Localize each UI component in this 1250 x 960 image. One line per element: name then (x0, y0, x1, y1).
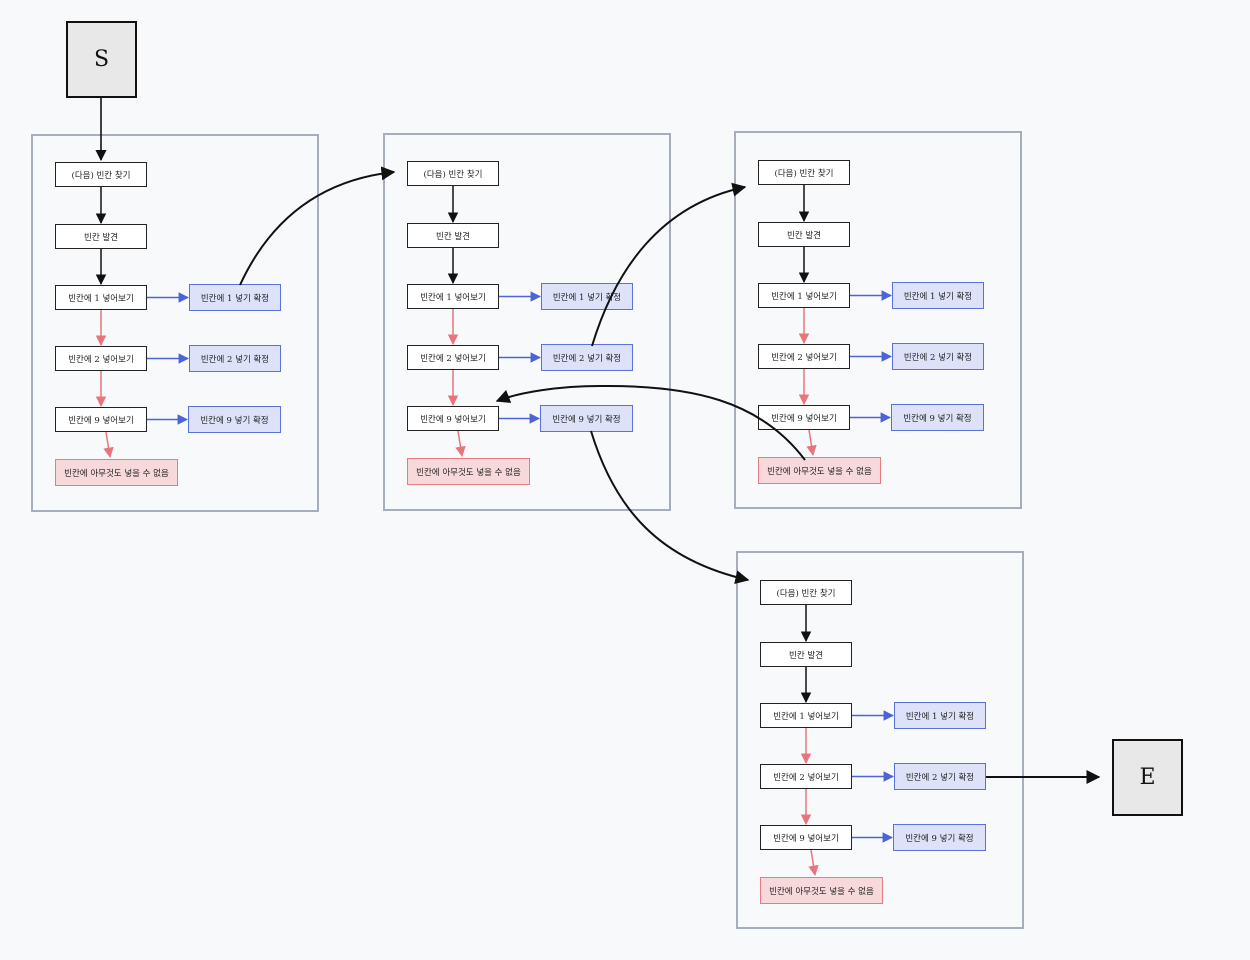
f4-confirm-2-box: 빈칸에 2 넣기 확정 (894, 763, 986, 790)
f1-confirm-2-box: 빈칸에 2 넣기 확정 (189, 345, 281, 372)
f1-found-box: 빈칸 발견 (55, 224, 147, 249)
f2-confirm-1-box: 빈칸에 1 넣기 확정 (541, 283, 633, 310)
frame-3 (734, 131, 1022, 509)
frame-2 (383, 133, 671, 511)
frame-1 (31, 134, 319, 512)
start-node: S (66, 21, 137, 98)
f2-try-2-box: 빈칸에 2 넣어보기 (407, 345, 499, 370)
f3-fail-box: 빈칸에 아무것도 넣을 수 없음 (758, 457, 881, 484)
end-node: E (1112, 739, 1183, 816)
f1-try-2-box: 빈칸에 2 넣어보기 (55, 346, 147, 371)
f3-confirm-1-box: 빈칸에 1 넣기 확정 (892, 282, 984, 309)
f2-find-next-box: (다음) 빈칸 찾기 (407, 161, 499, 186)
f1-fail-box: 빈칸에 아무것도 넣을 수 없음 (55, 459, 178, 486)
f1-confirm-9-box: 빈칸에 9 넣기 확정 (188, 406, 281, 433)
f1-try-1-box: 빈칸에 1 넣어보기 (55, 285, 147, 310)
f4-find-next-box: (다음) 빈칸 찾기 (760, 580, 852, 605)
f1-find-next-box: (다음) 빈칸 찾기 (55, 162, 147, 187)
f4-try-2-box: 빈칸에 2 넣어보기 (760, 764, 852, 789)
f4-confirm-1-box: 빈칸에 1 넣기 확정 (894, 702, 986, 729)
f1-try-9-box: 빈칸에 9 넣어보기 (55, 407, 147, 432)
f1-confirm-1-box: 빈칸에 1 넣기 확정 (189, 284, 281, 311)
f3-confirm-2-box: 빈칸에 2 넣기 확정 (892, 343, 984, 370)
f2-confirm-9-box: 빈칸에 9 넣기 확정 (540, 405, 633, 432)
f2-found-box: 빈칸 발견 (407, 223, 499, 248)
f3-try-9-box: 빈칸에 9 넣어보기 (758, 405, 850, 430)
f4-confirm-9-box: 빈칸에 9 넣기 확정 (893, 824, 986, 851)
f4-try-9-box: 빈칸에 9 넣어보기 (760, 825, 852, 850)
frame-4 (736, 551, 1024, 929)
f3-found-box: 빈칸 발견 (758, 222, 850, 247)
f4-fail-box: 빈칸에 아무것도 넣을 수 없음 (760, 877, 883, 904)
f2-confirm-2-box: 빈칸에 2 넣기 확정 (541, 344, 633, 371)
f3-find-next-box: (다음) 빈칸 찾기 (758, 160, 850, 185)
f2-try-9-box: 빈칸에 9 넣어보기 (407, 406, 499, 431)
f4-try-1-box: 빈칸에 1 넣어보기 (760, 703, 852, 728)
f2-try-1-box: 빈칸에 1 넣어보기 (407, 284, 499, 309)
f2-fail-box: 빈칸에 아무것도 넣을 수 없음 (407, 458, 530, 485)
f3-confirm-9-box: 빈칸에 9 넣기 확정 (891, 404, 984, 431)
f3-try-1-box: 빈칸에 1 넣어보기 (758, 283, 850, 308)
f4-found-box: 빈칸 발견 (760, 642, 852, 667)
f3-try-2-box: 빈칸에 2 넣어보기 (758, 344, 850, 369)
